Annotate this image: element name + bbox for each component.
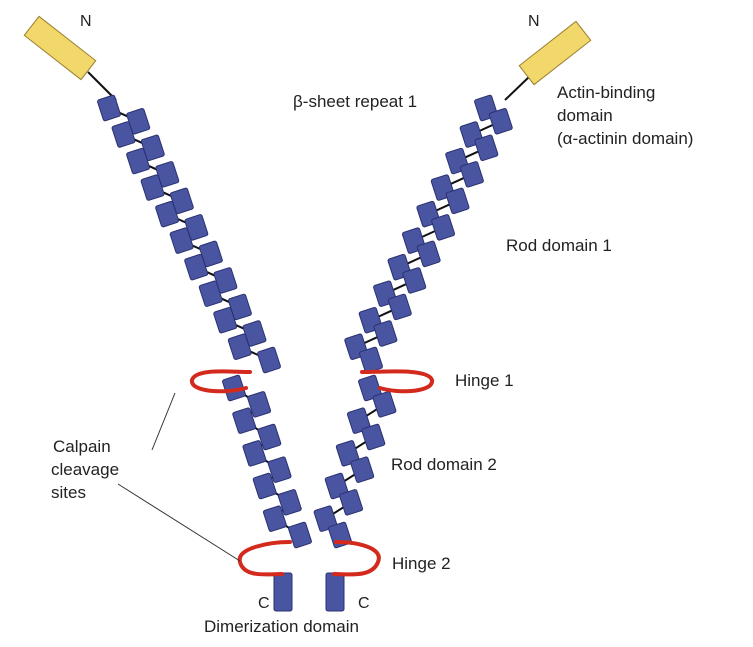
rod1-right-repeat: [359, 347, 383, 373]
rod1-left-repeat: [257, 347, 281, 373]
rod2-right-repeat: [350, 456, 374, 482]
rod1-left-repeat: [97, 95, 121, 121]
beta-sheet-repeat-label: β-sheet repeat 1: [293, 92, 417, 112]
rod-domain-1-label: Rod domain 1: [506, 236, 612, 256]
dimerization-repeat-right: [326, 573, 344, 611]
n-terminus-left-label: N: [80, 12, 92, 32]
rod1-right-repeat: [388, 294, 412, 320]
calpain-label-line2: cleavage: [51, 460, 119, 480]
actin-binding-label-line3: (α-actinin domain): [557, 129, 693, 149]
rod2-right-repeat: [361, 424, 385, 450]
n-terminus-right-label: N: [528, 12, 540, 32]
calpain-label-line1: Calpain: [53, 437, 111, 457]
rod2-left-repeat: [288, 522, 312, 548]
rod2-right-repeat: [372, 391, 396, 417]
n-linker-right: [505, 76, 530, 100]
actin-binding-label-line2: domain: [557, 106, 613, 126]
c-terminus-left-label: C: [258, 594, 270, 614]
calpain-label-line3: sites: [51, 483, 86, 503]
actin-binding-label-line1: Actin-binding: [557, 83, 655, 103]
hinge-1-label: Hinge 1: [455, 371, 514, 391]
dimerization-domain-label: Dimerization domain: [204, 617, 359, 637]
rod1-right-repeat: [373, 320, 397, 346]
rod1-right-repeat: [460, 161, 484, 187]
hinge-2-label: Hinge 2: [392, 554, 451, 574]
calpain-leader-hinge1: [152, 393, 175, 450]
rod1-right-repeat: [446, 188, 470, 214]
rod-domain-2-label: Rod domain 2: [391, 455, 497, 475]
rod1-right-repeat: [402, 267, 426, 293]
rod1-right-repeat: [489, 108, 513, 134]
leader-group: [118, 393, 240, 561]
rod1-right-repeat: [417, 241, 441, 267]
rod1-right-repeat: [474, 135, 498, 161]
dimerization-repeat-left: [274, 573, 292, 611]
hinge-2-left: [240, 542, 290, 574]
c-terminus-right-label: C: [358, 594, 370, 614]
rod1-right-repeat: [431, 214, 455, 240]
rod2-right-repeat: [339, 489, 363, 515]
calpain-leader-hinge2: [118, 484, 240, 561]
hinge-2-right: [334, 542, 379, 574]
